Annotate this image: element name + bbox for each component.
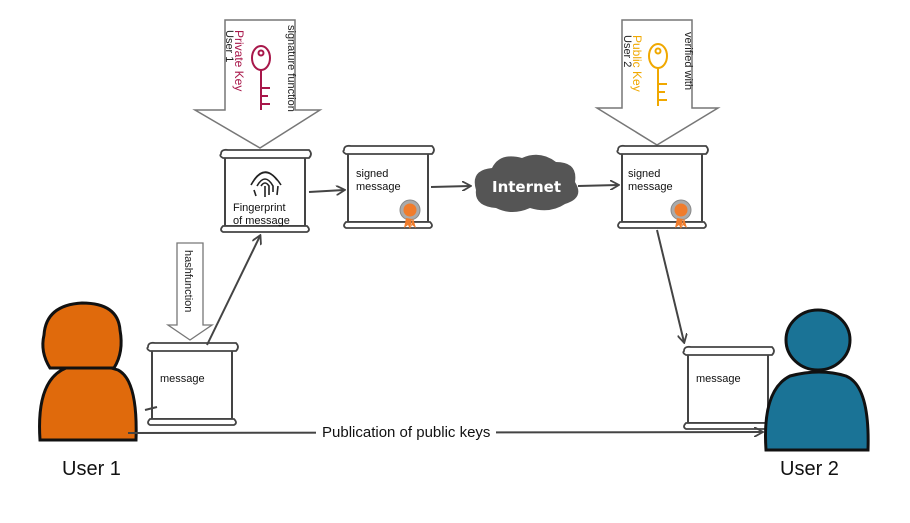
verified-with-label: verified with (682, 32, 694, 91)
message-label-1: message (160, 373, 205, 385)
public-key-owner-label: User 2 (621, 35, 633, 68)
fingerprint-label: Fingerprint of message (233, 202, 290, 227)
signature-function-label: signature function (285, 25, 297, 112)
hashfunction-arrow (165, 242, 215, 341)
publication-label: Publication of public keys (316, 424, 497, 441)
internet-label: Internet (492, 178, 562, 196)
user1-label: User 1 (62, 458, 121, 480)
user2-figure (764, 308, 870, 452)
message-scroll-2 (682, 345, 775, 430)
message-label-2: message (696, 373, 741, 385)
hashfunction-label: hashfunction (182, 250, 194, 313)
private-key-owner-label: User 1 (223, 30, 235, 63)
public-key-icon (648, 43, 668, 106)
user1-figure (38, 301, 138, 442)
signature-function-arrow (192, 19, 323, 149)
private-key-icon (251, 45, 271, 110)
signed-message-label-1: signed message (356, 168, 401, 193)
internet-cloud (474, 154, 579, 212)
fingerprint-icon (250, 171, 282, 197)
signed-message-label-2: signed message (628, 168, 673, 193)
user2-label: User 2 (780, 458, 839, 480)
